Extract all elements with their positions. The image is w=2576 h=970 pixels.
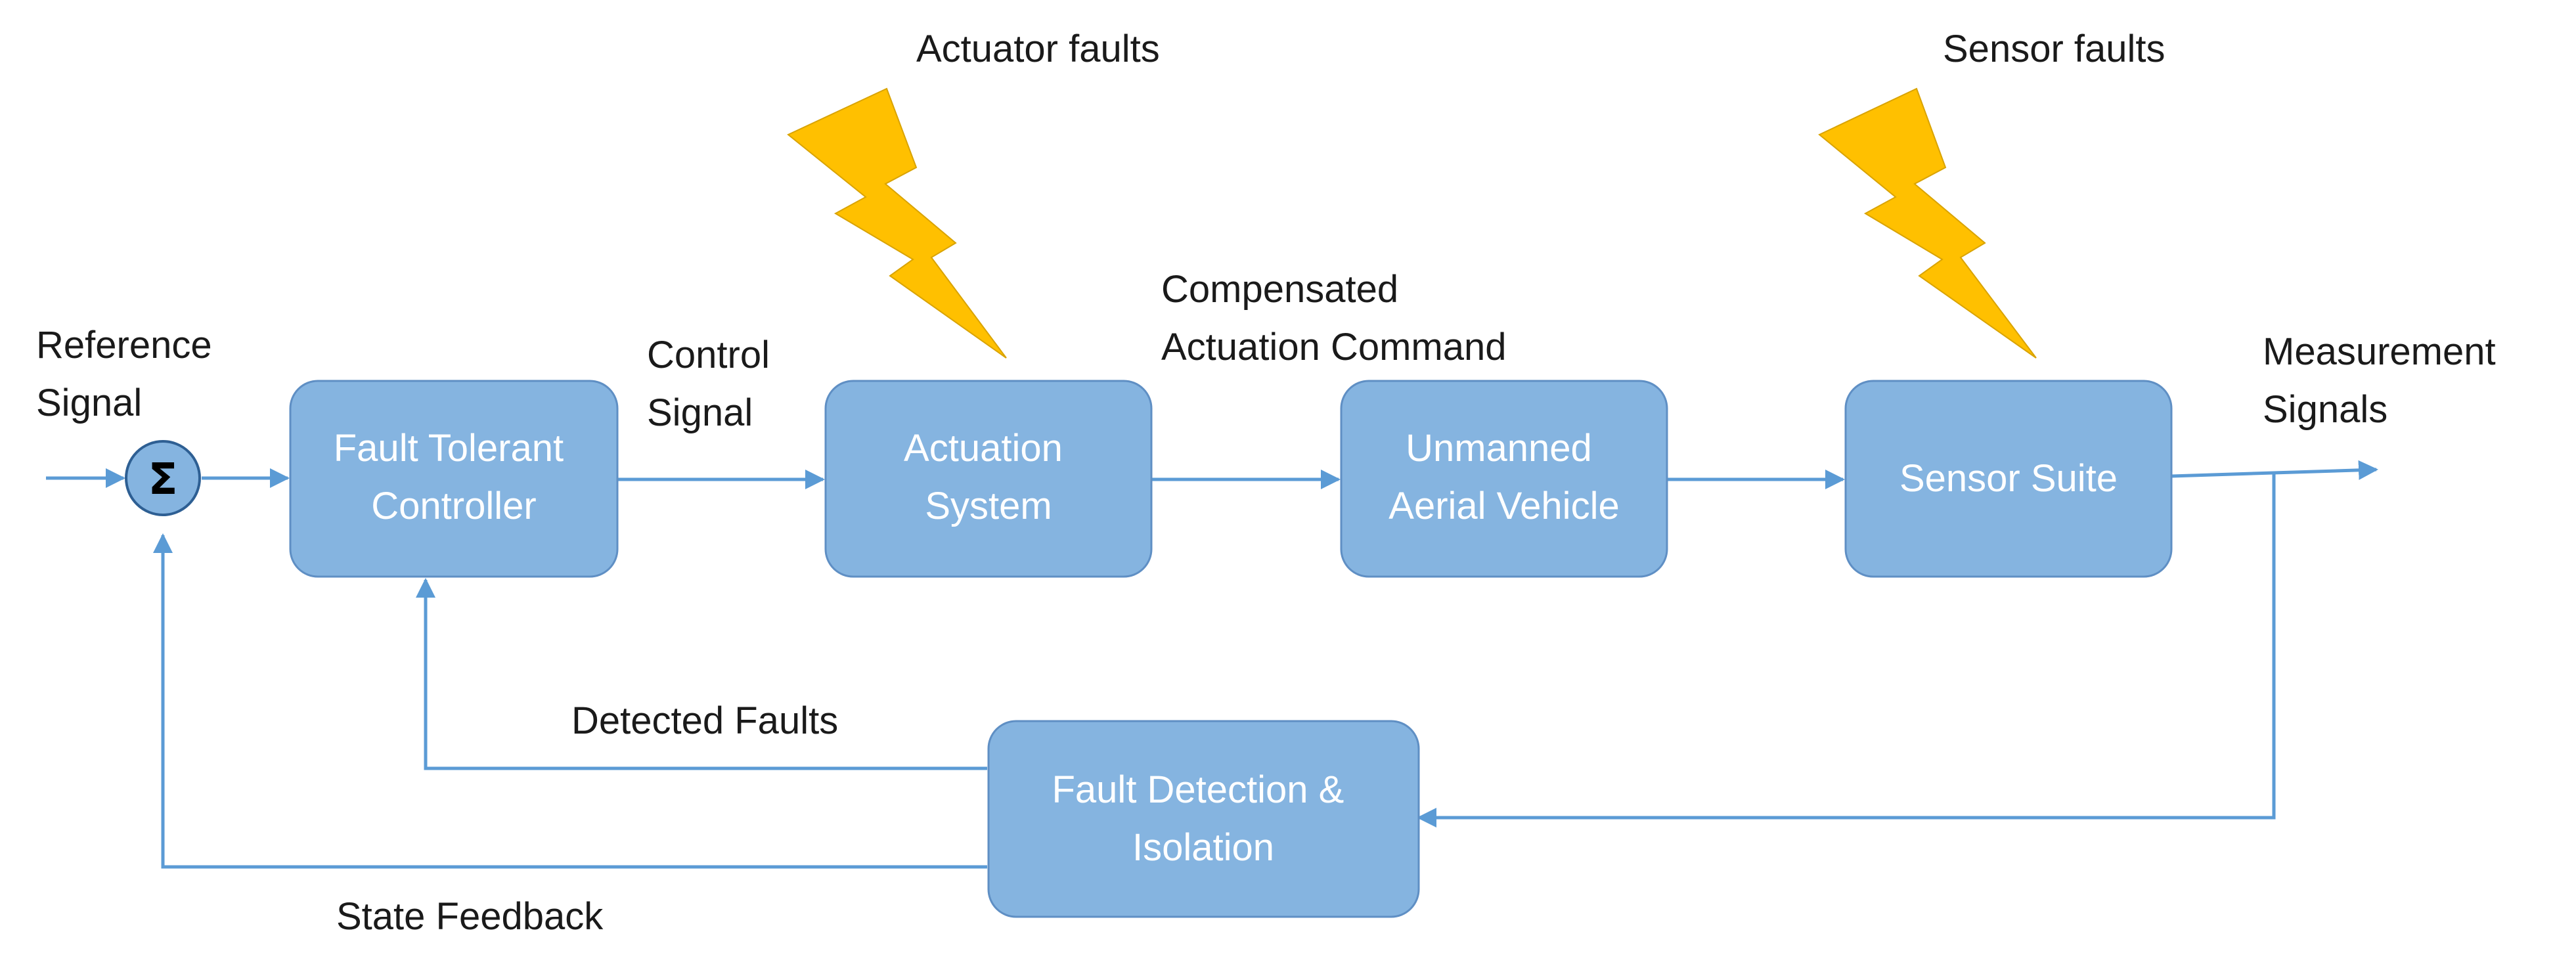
detected-faults-arrow bbox=[416, 578, 987, 770]
compensated-actuation-command-label: Compensated Actuation Command bbox=[1161, 268, 1506, 368]
actuator-faults-label: Actuator faults bbox=[916, 28, 1160, 70]
reference-signal-label: Reference Signal bbox=[36, 324, 223, 424]
control-signal-label: Control Signal bbox=[647, 334, 780, 434]
fault-tolerant-controller-text: Fault Tolerant Controller bbox=[334, 427, 574, 527]
fault-tolerant-controller-block: Fault Tolerant Controller bbox=[289, 380, 619, 578]
measurement-to-fdi-arrow bbox=[1417, 472, 2276, 827]
sensor-suite-block: Sensor Suite bbox=[1844, 380, 2173, 578]
sensor-suite-text: Sensor Suite bbox=[1899, 457, 2118, 500]
state-feedback-arrow bbox=[153, 533, 987, 869]
summing-junction: Σ bbox=[125, 440, 201, 516]
actuation-system-block: Actuation System bbox=[824, 380, 1153, 578]
measurement-signals-label: Measurement Signals bbox=[2263, 330, 2506, 431]
state-feedback-label: State Feedback bbox=[336, 895, 604, 938]
sensor-fault-lightning-icon bbox=[1818, 87, 2037, 359]
unmanned-aerial-vehicle-block: Unmanned Aerial Vehicle bbox=[1340, 380, 1668, 578]
sigma-icon: Σ bbox=[148, 454, 177, 504]
unmanned-aerial-vehicle-text: Unmanned Aerial Vehicle bbox=[1388, 427, 1619, 527]
actuation-system-text: Actuation System bbox=[904, 427, 1073, 527]
fault-detection-isolation-block: Fault Detection & Isolation bbox=[987, 720, 1420, 918]
actuator-fault-lightning-icon bbox=[787, 87, 1007, 359]
sensor-faults-label: Sensor faults bbox=[1943, 28, 2165, 70]
detected-faults-label: Detected Faults bbox=[571, 699, 838, 742]
fault-detection-isolation-text: Fault Detection & Isolation bbox=[1052, 768, 1354, 869]
